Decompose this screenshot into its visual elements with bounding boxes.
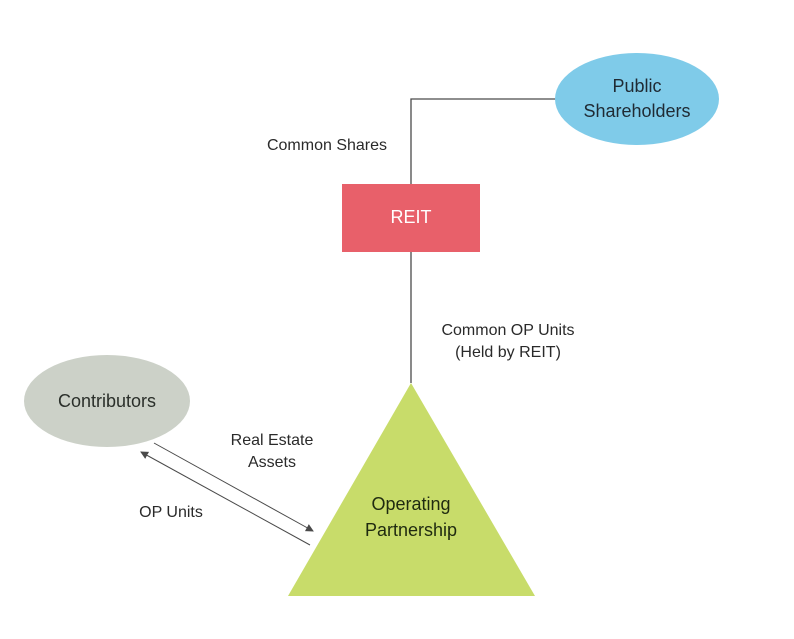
common-shares-label: Common Shares bbox=[266, 137, 388, 154]
real-estate-assets-label-line2: Assets bbox=[247, 454, 296, 471]
real-estate-assets-label-line1: Real Estate bbox=[230, 432, 314, 449]
common-op-units-label-line1: Common OP Units bbox=[441, 322, 575, 339]
shareholders-to-reit-connector bbox=[410, 98, 556, 184]
public-shareholders-label-line1: Public bbox=[612, 76, 662, 96]
public-shareholders-label: Public Shareholders bbox=[555, 74, 719, 124]
real-estate-assets-label: Real Estate Assets bbox=[210, 430, 334, 474]
public-shareholders-label-line2: Shareholders bbox=[583, 101, 691, 121]
op-units-label: OP Units bbox=[139, 504, 203, 521]
real-estate-assets-arrow bbox=[153, 442, 314, 532]
contributors-node bbox=[24, 355, 190, 447]
common-op-units-label: Common OP Units (Held by REIT) bbox=[416, 320, 600, 364]
contributors-label: Contributors bbox=[57, 391, 157, 411]
reit-node bbox=[342, 184, 480, 252]
operating-partnership-label-line2: Partnership bbox=[364, 520, 458, 540]
common-op-units-label-line2: (Held by REIT) bbox=[455, 344, 561, 361]
operating-partnership-label-line1: Operating bbox=[371, 494, 451, 514]
reit-label: REIT bbox=[390, 207, 432, 227]
public-shareholders-node bbox=[555, 53, 719, 145]
operating-partnership-node bbox=[288, 383, 535, 596]
op-units-arrow bbox=[140, 451, 311, 546]
operating-partnership-label: Operating Partnership bbox=[318, 491, 504, 543]
